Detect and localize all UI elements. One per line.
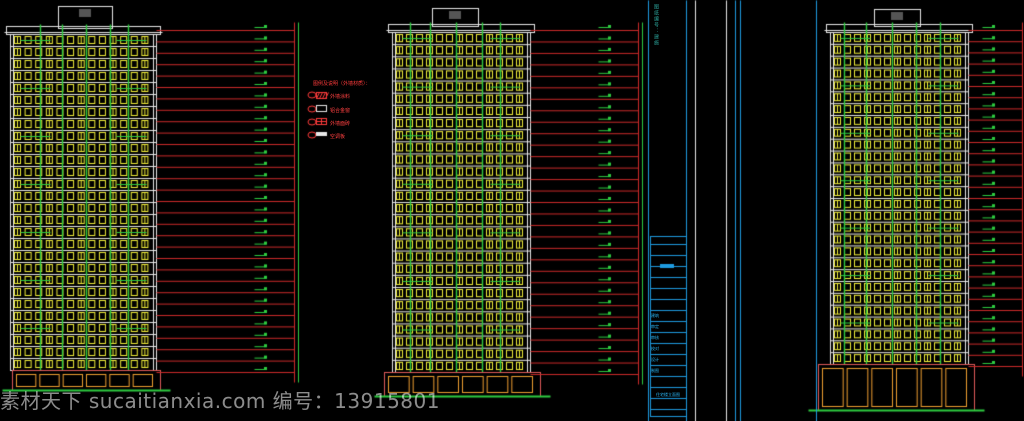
title-block-row-5: 设计 bbox=[651, 357, 659, 362]
watermark-text: 素材天下 sucaitianxia.com 编号：13915801 bbox=[0, 389, 440, 413]
legend-item-3-label: 外墙面砖 bbox=[330, 121, 351, 127]
title-block-drawing-title: 住宅楼立面图 bbox=[656, 392, 680, 397]
legend-item-1-label: 外墙涂料 bbox=[330, 94, 351, 100]
title-block-row-3: 审核 bbox=[651, 335, 659, 340]
title-block-row-4: 校对 bbox=[651, 346, 659, 351]
legend-swatch-icons bbox=[0, 0, 1, 1]
legend-item-2-label: 铝合金窗 bbox=[330, 108, 351, 114]
title-block-row-2: 审定 bbox=[651, 324, 659, 329]
legend-title: 图例及说明（外墙材质）： bbox=[313, 81, 371, 87]
title-block-vertical-note: 图纸编号：建施 bbox=[653, 4, 659, 46]
legend-item-4-label: 空调板 bbox=[330, 134, 346, 140]
title-block-row-6: 制图 bbox=[651, 368, 659, 373]
title-block-row-1: 建筑 bbox=[651, 313, 659, 318]
